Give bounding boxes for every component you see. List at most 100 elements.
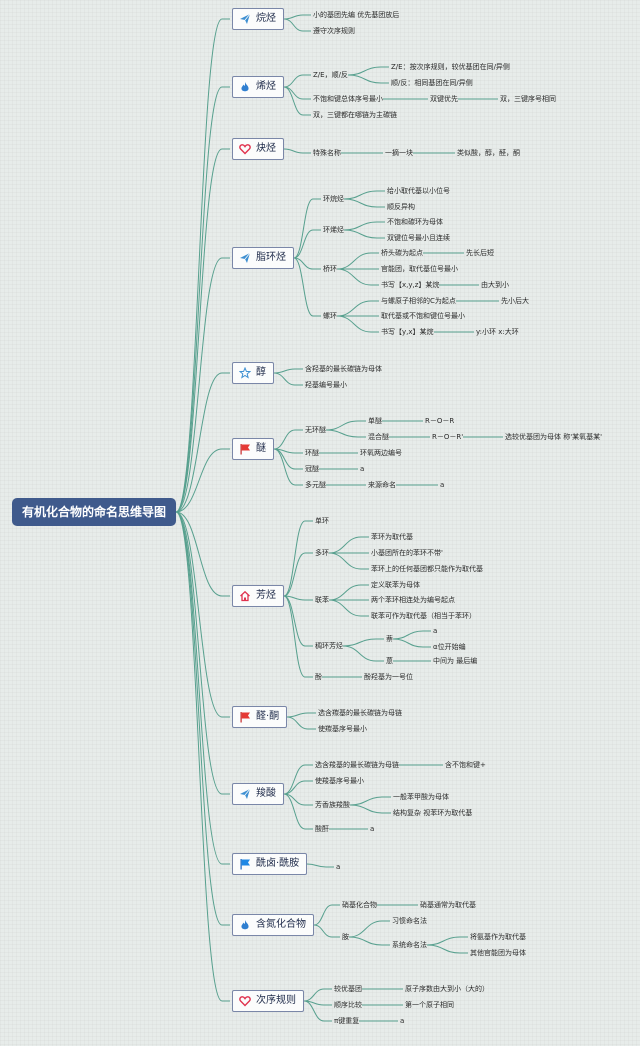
- leaf-node-b12b1[interactable]: 第一个原子相同: [405, 999, 454, 1011]
- leaf-node-b6a1a[interactable]: R－O－R: [425, 415, 454, 427]
- root-node[interactable]: 有机化合物的命名思维导图: [12, 498, 177, 526]
- leaf-node-b7b1[interactable]: 苯环为取代基: [371, 531, 413, 543]
- leaf-node-b9d[interactable]: 酸酐: [315, 823, 329, 835]
- leaf-node-b11a[interactable]: 硝基化合物: [342, 899, 377, 911]
- leaf-node-b6a2[interactable]: 混合醚: [368, 431, 389, 443]
- leaf-node-b5b[interactable]: 羟基编号最小: [305, 379, 347, 391]
- leaf-node-b7d[interactable]: 稠环芳烃: [315, 640, 343, 652]
- leaf-node-b4b1[interactable]: 不饱和碳环为母体: [387, 216, 443, 228]
- leaf-node-b10a[interactable]: a: [336, 861, 340, 873]
- leaf-node-b11b1[interactable]: 习惯命名法: [392, 915, 427, 927]
- leaf-node-b3a[interactable]: 特殊名称: [313, 147, 341, 159]
- branch-node-b2[interactable]: 烯烃: [232, 76, 284, 98]
- edge-b7b1: [328, 536, 369, 554]
- leaf-node-b7c3[interactable]: 联苯可作为取代基（相当于苯环）: [371, 610, 476, 622]
- leaf-node-b11b2a[interactable]: 将氨基作为取代基: [470, 931, 526, 943]
- leaf-node-b4b[interactable]: 环烯烃: [323, 224, 344, 236]
- leaf-node-b7d1[interactable]: 萘: [386, 633, 393, 645]
- leaf-node-b12c[interactable]: π键重复: [334, 1015, 359, 1027]
- leaf-node-b2a2[interactable]: 顺/反：相同基团在同/异侧: [391, 77, 473, 89]
- leaf-node-b7d2a[interactable]: 中间为 最后编: [433, 655, 477, 667]
- leaf-node-b9a[interactable]: 选含羧基的最长碳链为母链: [315, 759, 399, 771]
- leaf-node-b7c1[interactable]: 定义联苯为母体: [371, 579, 420, 591]
- leaf-node-b7c2[interactable]: 两个苯环相连处为编号起点: [371, 594, 455, 606]
- leaf-node-b6a2b[interactable]: 选较优基团为母体 称'某氧基某': [505, 431, 602, 443]
- leaf-node-b4c1[interactable]: 桥头碳为起点: [381, 247, 423, 259]
- leaf-node-b6a[interactable]: 无环醚: [305, 424, 326, 436]
- leaf-node-b4d2[interactable]: 取代基或不饱和键位号最小: [381, 310, 465, 322]
- leaf-node-b7e[interactable]: 酚: [315, 671, 322, 683]
- leaf-node-b6a2a[interactable]: R－O－R': [432, 431, 463, 443]
- leaf-node-b2a[interactable]: Z/E，顺/反: [313, 69, 348, 81]
- leaf-node-b4d3a[interactable]: y:小环 x:大环: [476, 326, 519, 338]
- leaf-node-b4d[interactable]: 螺环: [323, 310, 337, 322]
- leaf-node-b8b[interactable]: 使羰基序号最小: [318, 723, 367, 735]
- leaf-node-b2b1[interactable]: 双键优先: [430, 93, 458, 105]
- leaf-node-b2b[interactable]: 不饱和键总体序号最小: [313, 93, 383, 105]
- leaf-node-b6a1[interactable]: 单醚: [368, 415, 382, 427]
- leaf-node-b7c[interactable]: 联苯: [315, 594, 329, 606]
- leaf-node-b4c3a[interactable]: 由大到小: [481, 279, 509, 291]
- leaf-node-b9a1[interactable]: 含不饱和键+: [445, 759, 486, 771]
- leaf-node-b4c2[interactable]: 官能团，取代基位号最小: [381, 263, 458, 275]
- leaf-node-b7b3[interactable]: 苯环上的任何基团都只能作为取代基: [371, 563, 483, 575]
- leaf-node-b9d1[interactable]: a: [370, 823, 374, 835]
- leaf-node-b4a1[interactable]: 给小取代基以小位号: [387, 185, 450, 197]
- leaf-node-b5a[interactable]: 含羟基的最长碳链为母体: [305, 363, 382, 375]
- leaf-node-b12c1[interactable]: a: [400, 1015, 404, 1027]
- leaf-node-b11b[interactable]: 胺: [342, 931, 349, 943]
- leaf-node-b6d1[interactable]: 来源命名: [368, 479, 396, 491]
- leaf-node-b2a1[interactable]: Z/E：按次序规则，较优基团在同/异侧: [391, 61, 510, 73]
- leaf-node-b3a1a[interactable]: 类似酸，醇，醛，酮: [457, 147, 520, 159]
- leaf-node-b4c[interactable]: 桥环: [323, 263, 337, 275]
- leaf-node-b6d[interactable]: 多元醚: [305, 479, 326, 491]
- leaf-node-b11a1[interactable]: 硝基通常为取代基: [420, 899, 476, 911]
- leaf-node-b7d2[interactable]: 蒽: [386, 655, 393, 667]
- leaf-node-b6c1[interactable]: a: [360, 463, 364, 475]
- leaf-node-b7d1b[interactable]: α位开始编: [433, 641, 466, 653]
- leaf-node-b8a[interactable]: 选含羰基的最长碳链为母链: [318, 707, 402, 719]
- leaf-node-b9b[interactable]: 使羧基序号最小: [315, 775, 364, 787]
- leaf-node-b11b2b[interactable]: 其他官能团为母体: [470, 947, 526, 959]
- leaf-node-b9c[interactable]: 芳香族羧酸: [315, 799, 350, 811]
- leaf-node-b9c2[interactable]: 结构复杂 视苯环为取代基: [393, 807, 472, 819]
- leaf-node-b4b2[interactable]: 双键位号最小且连续: [387, 232, 450, 244]
- leaf-node-b4d1a[interactable]: 先小后大: [501, 295, 529, 307]
- leaf-node-b3a1[interactable]: 一摘一块: [385, 147, 413, 159]
- leaf-node-b12a1[interactable]: 原子序数由大到小（大的）: [405, 983, 489, 995]
- leaf-node-b4a2[interactable]: 顺反异构: [387, 201, 415, 213]
- leaf-node-b12b[interactable]: 顺序比较: [334, 999, 362, 1011]
- leaf-node-b2c[interactable]: 双，三键都在哪链为主碳链: [313, 109, 397, 121]
- branch-node-b11[interactable]: 含氮化合物: [232, 914, 314, 936]
- leaf-node-b7d1a[interactable]: a: [433, 625, 437, 637]
- branch-node-b12[interactable]: 次序规则: [232, 990, 304, 1012]
- branch-node-b7[interactable]: 芳烃: [232, 585, 284, 607]
- leaf-node-b1a[interactable]: 小的基团先编 优先基团放后: [313, 9, 399, 21]
- leaf-node-b6b[interactable]: 环醚: [305, 447, 319, 459]
- leaf-node-b7a[interactable]: 单环: [315, 515, 329, 527]
- branch-node-b5[interactable]: 醇: [232, 362, 274, 384]
- leaf-node-b4c3[interactable]: 书写【x,y,z】某烷: [381, 279, 439, 291]
- leaf-node-b2b1a[interactable]: 双，三键序号相同: [500, 93, 556, 105]
- leaf-node-b7e1[interactable]: 酚羟基为一号位: [364, 671, 413, 683]
- leaf-node-b9c1[interactable]: 一般苯甲酸为母体: [393, 791, 449, 803]
- leaf-node-b4c1a[interactable]: 先长后短: [466, 247, 494, 259]
- branch-node-b4[interactable]: 脂环烃: [232, 247, 294, 269]
- leaf-node-b12a[interactable]: 较优基团: [334, 983, 362, 995]
- leaf-node-b4a[interactable]: 环烷烃: [323, 193, 344, 205]
- leaf-node-b4d3[interactable]: 书写【y,x】某烷: [381, 326, 434, 338]
- branch-node-b8[interactable]: 醛·酮: [232, 706, 288, 728]
- leaf-node-b6d1a[interactable]: a: [440, 479, 444, 491]
- branch-node-b9[interactable]: 羧酸: [232, 783, 284, 805]
- leaf-node-b6c[interactable]: 冠醚: [305, 463, 319, 475]
- leaf-node-b7b[interactable]: 多环: [315, 547, 329, 559]
- leaf-node-b1b[interactable]: 遵守次序规则: [313, 25, 355, 37]
- branch-node-b1[interactable]: 烷烃: [232, 8, 284, 30]
- branch-node-b3[interactable]: 炔烃: [232, 138, 284, 160]
- leaf-node-b11b2[interactable]: 系统命名法: [392, 939, 427, 951]
- leaf-node-b6b1[interactable]: 环氧两边编号: [360, 447, 402, 459]
- branch-node-b10[interactable]: 酰卤·酰胺: [232, 853, 308, 875]
- branch-node-b6[interactable]: 醚: [232, 438, 274, 460]
- leaf-node-b7b2[interactable]: 小基团所在的苯环不带': [371, 547, 443, 559]
- leaf-node-b4d1[interactable]: 与螺原子相邻的C为起点: [381, 295, 456, 307]
